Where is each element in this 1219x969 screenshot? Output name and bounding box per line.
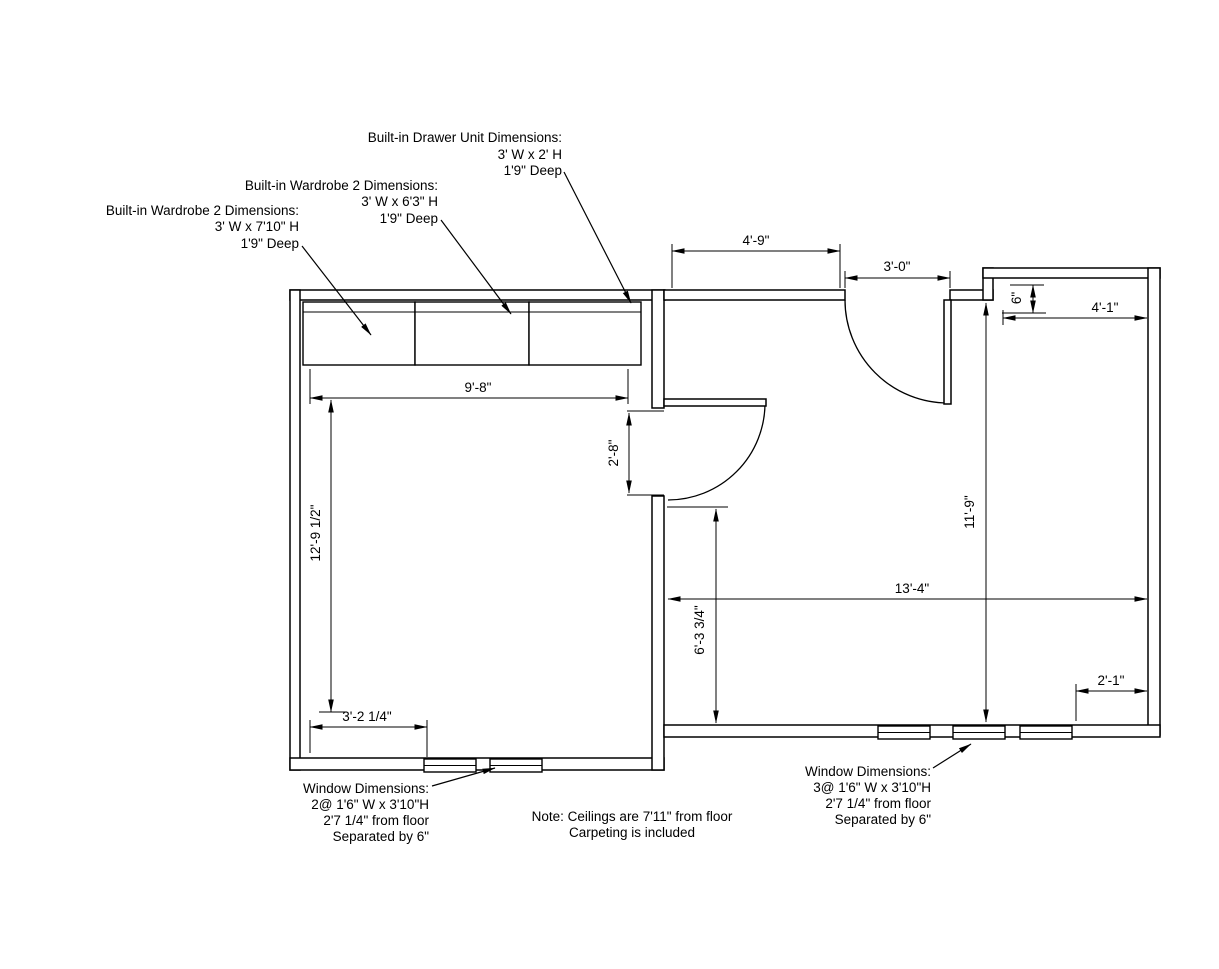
dimension-label: 11'-9" — [962, 495, 977, 529]
dimension-label: 13'-4" — [895, 581, 930, 596]
wardrobe-unit-3 — [528, 301, 642, 366]
annotation-text: 3' W x 7'10" H — [215, 219, 299, 234]
dimension-label: 3'-0" — [884, 259, 911, 274]
annotation-text: 2'7 1/4" from floor — [825, 796, 931, 811]
window — [1019, 725, 1073, 740]
annotation-text: Window Dimensions: — [805, 764, 931, 779]
wall-middle-upper — [651, 289, 665, 409]
dimension-label: 6" — [1009, 292, 1024, 305]
wall-left-room-west — [289, 289, 301, 771]
annotation-text: Separated by 6" — [333, 829, 430, 844]
wardrobe-unit-2 — [414, 301, 530, 366]
dimension-left-room-depth: 12'-9 1/2" — [308, 399, 347, 713]
leader-line — [563, 171, 632, 304]
dimension-label: 4'-9" — [743, 233, 770, 248]
wall-right-room-north-west — [663, 289, 846, 301]
window — [952, 725, 1006, 740]
dimension-alcove-width: 4'-1" — [1002, 300, 1148, 325]
dimension-entry-door-opening: 3'-0" — [844, 259, 951, 288]
dimension-window-to-east-wall: 2'-1" — [1075, 673, 1148, 721]
dimension-right-room-width: 13'-4" — [667, 581, 1148, 602]
annotation-wardrobe-left: Built-in Wardrobe 2 Dimensions: 3' W x 7… — [106, 203, 372, 336]
annotation-text: Window Dimensions: — [303, 781, 429, 796]
wall-alcove-north — [982, 267, 1161, 279]
built-in-wardrobes — [302, 301, 642, 366]
dimension-entry-wall-width: 4'-9" — [671, 233, 841, 288]
wall-left-room-north — [289, 289, 666, 301]
annotation-text: 3@ 1'6" W x 3'10"H — [813, 780, 931, 795]
annotation-text: 1'9" Deep — [504, 163, 562, 178]
leader-line — [301, 245, 372, 336]
dimension-label: 2'-8" — [606, 439, 621, 466]
dimension-door-to-south-wall: 6'-3 3/4" — [667, 506, 728, 724]
dimension-bedroom-door-opening: 2'-8" — [606, 410, 664, 496]
annotation-text: 1'9" Deep — [380, 211, 438, 226]
wall-middle-lower — [651, 495, 665, 771]
dimension-west-wall-to-window: 3'-2 1/4" — [309, 709, 428, 757]
dimension-label: 12'-9 1/2" — [308, 504, 323, 561]
annotation-text: 3' W x 6'3" H — [361, 194, 438, 209]
dimension-label: 9'-8" — [465, 380, 492, 395]
annotation-text: Note: Ceilings are 7'11" from floor — [532, 809, 733, 824]
dimension-label: 4'-1" — [1092, 300, 1119, 315]
annotation-text: 2'7 1/4" from floor — [323, 813, 429, 828]
wardrobe-unit-1 — [302, 301, 416, 366]
leader-line — [440, 219, 512, 315]
annotation-text: Built-in Drawer Unit Dimensions: — [368, 130, 562, 145]
annotation-windows-left: Window Dimensions: 2@ 1'6" W x 3'10"H 2'… — [303, 767, 496, 844]
dimensions: 4'-9" 3'-0" 6" 4'-1" 9'-8" — [308, 233, 1148, 757]
annotation-windows-right: Window Dimensions: 3@ 1'6" W x 3'10"H 2'… — [805, 743, 972, 827]
annotation-text: Built-in Wardrobe 2 Dimensions: — [106, 203, 299, 218]
annotation-text: Carpeting is included — [569, 825, 695, 840]
windows — [423, 725, 1073, 773]
window — [877, 725, 931, 740]
bedroom-door-leaf — [663, 398, 767, 407]
annotation-text: 2@ 1'6" W x 3'10"H — [311, 797, 429, 812]
annotations: Built-in Drawer Unit Dimensions: 3' W x … — [106, 130, 972, 844]
entry-door-leaf — [943, 299, 952, 405]
dimension-label: 3'-2 1/4" — [342, 709, 392, 724]
window — [489, 758, 543, 773]
annotation-text: 1'9" Deep — [241, 236, 299, 251]
dimension-wall-jog: 6" — [1002, 284, 1046, 314]
wall-east — [1147, 267, 1161, 736]
annotation-note: Note: Ceilings are 7'11" from floor Carp… — [532, 809, 733, 840]
annotation-text: Separated by 6" — [835, 812, 932, 827]
entry-door-swing-arc — [844, 299, 949, 404]
wall-left-room-south — [289, 757, 665, 771]
leader-line — [932, 743, 972, 769]
leader-line — [431, 767, 496, 787]
dimension-wardrobe-run-width: 9'-8" — [309, 369, 629, 404]
dimension-label: 2'-1" — [1098, 673, 1125, 688]
dimension-right-room-depth: 11'-9" — [962, 302, 989, 723]
annotation-wardrobe-middle: Built-in Wardrobe 2 Dimensions: 3' W x 6… — [245, 178, 512, 315]
annotation-text: Built-in Wardrobe 2 Dimensions: — [245, 178, 438, 193]
annotation-drawer-unit: Built-in Drawer Unit Dimensions: 3' W x … — [368, 130, 632, 304]
bedroom-door-swing-arc — [667, 402, 766, 501]
annotation-text: 3' W x 2' H — [498, 147, 562, 162]
doors — [663, 299, 952, 501]
window — [423, 758, 477, 773]
dimension-label: 6'-3 3/4" — [692, 605, 707, 655]
